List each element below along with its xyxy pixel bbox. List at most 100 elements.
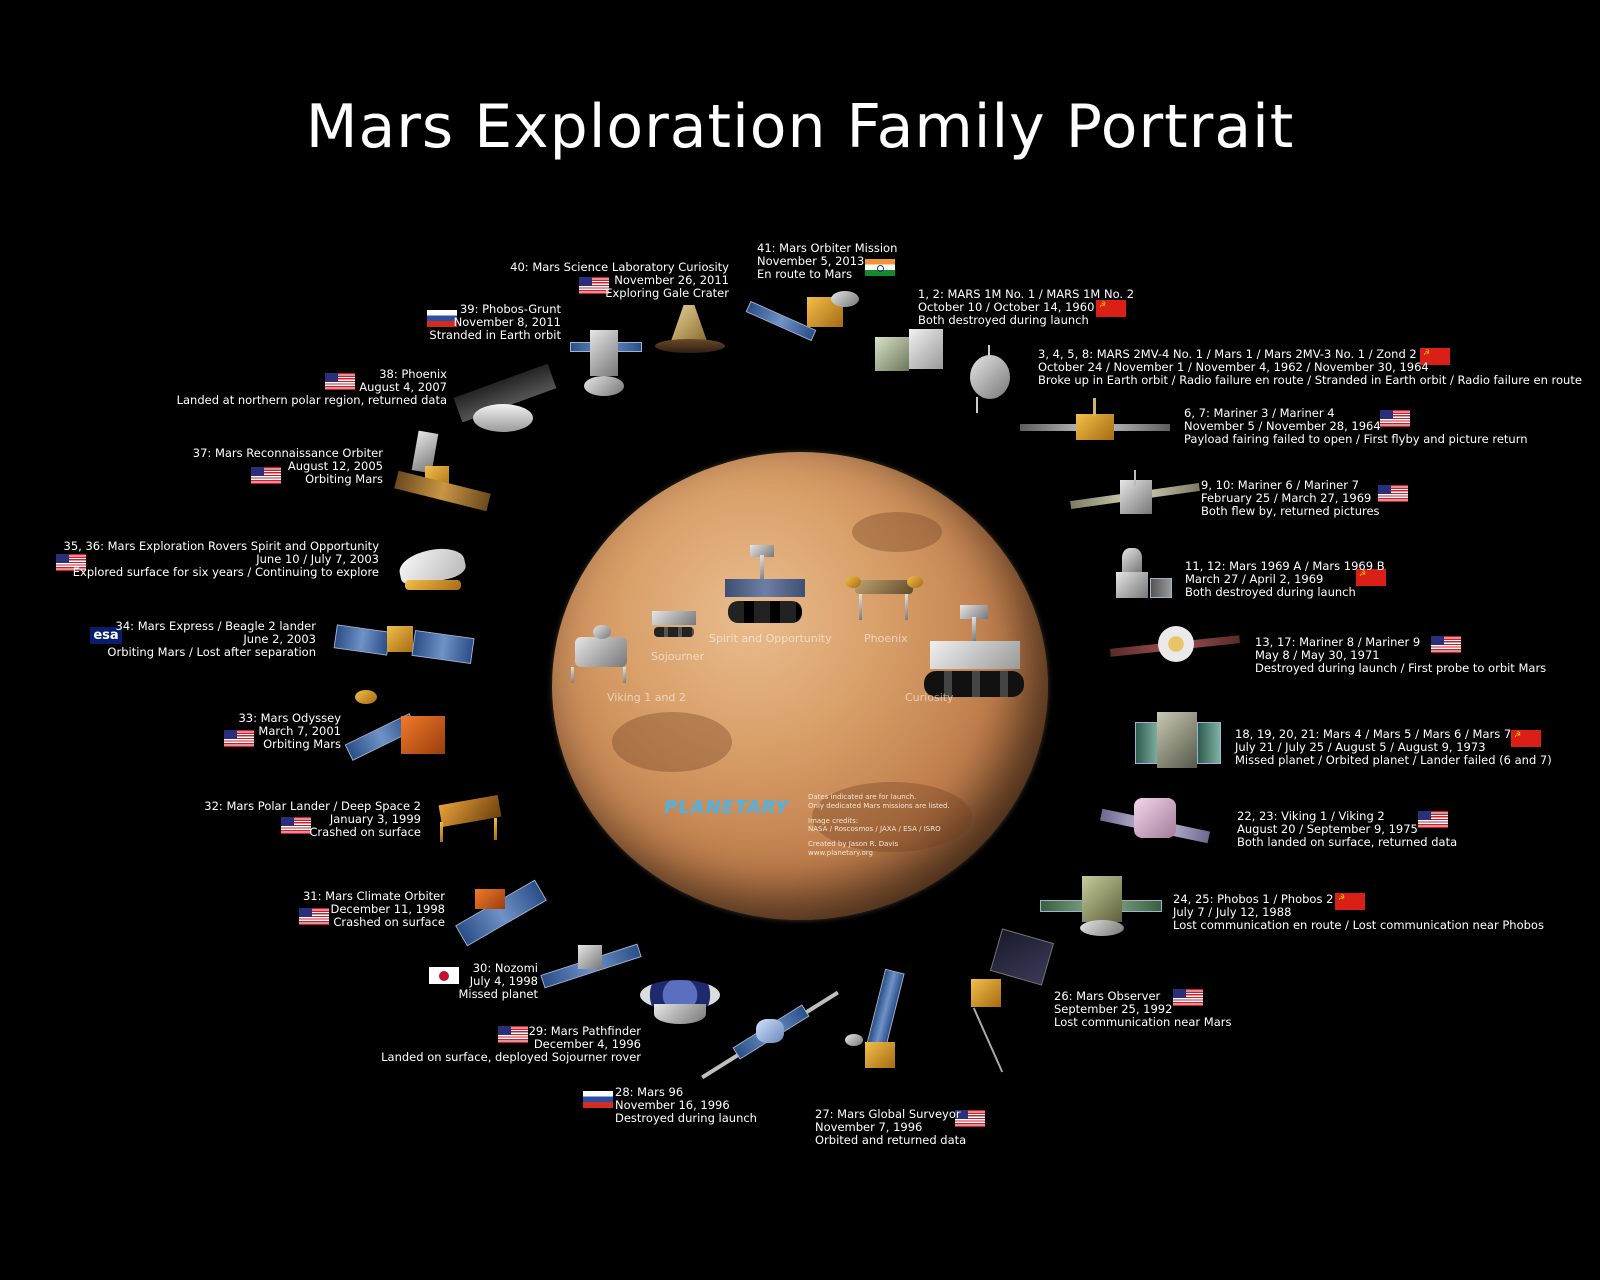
mission-status: Exploring Gale Crater [605,286,729,301]
mission-date: November 8, 2011 [453,315,561,330]
flag-usa-icon [56,554,86,571]
mission-name: 1, 2: MARS 1M No. 1 / MARS 1M No. 2 [918,287,1135,301]
mission-name: 13, 17: Mariner 8 / Mariner 9 [1255,635,1421,649]
mission-name: 26: Mars Observer [1054,989,1161,1003]
credits-line: Image credits: [808,816,859,825]
mission-status: Orbited and returned data [815,1133,967,1148]
mission-caption-32: 32: Mars Polar Lander / Deep Space 2 Jan… [204,799,421,840]
mission-status: Both destroyed during launch [918,313,1089,328]
mission-status: Destroyed during launch / First probe to… [1255,661,1547,676]
phobos-spacecraft-icon [1040,870,1162,940]
mars-express-spacecraft-icon [333,622,475,670]
mission-caption-28: 28: Mars 96 November 16, 1996 Destroyed … [615,1085,757,1126]
mars-4-7-spacecraft-icon [1135,708,1221,773]
mission-caption-29: 29: Mars Pathfinder December 4, 1996 Lan… [381,1024,641,1065]
mission-status: En route to Mars [757,267,853,282]
mission-caption-30: 30: Nozomi July 4, 1998 Missed planet [458,961,538,1002]
mission-caption-41: 41: Mars Orbiter Mission November 5, 201… [757,241,898,282]
mission-date: July 7 / July 12, 1988 [1173,905,1292,920]
mission-date: September 25, 1992 [1054,1002,1173,1017]
flag-usa-icon [1173,989,1203,1006]
spirit-opportunity-rover-icon [720,545,810,630]
flag-usa-icon [1378,485,1408,502]
credits-line: Created by Jason R. Davis [808,840,899,849]
credits-line: Only dedicated Mars missions are listed. [808,801,950,810]
mission-status: Orbiting Mars / Lost after separation [107,645,316,660]
mars-odyssey-spacecraft-icon [344,690,465,770]
mission-name: 9, 10: Mariner 6 / Mariner 7 [1201,478,1359,492]
mission-name: 34: Mars Express / Beagle 2 lander [115,619,316,633]
mission-name: 32: Mars Polar Lander / Deep Space 2 [204,799,421,813]
mission-name: 40: Mars Science Laboratory Curiosity [510,260,729,274]
mission-status: Explored surface for six years / Continu… [72,565,379,580]
mars-polar-lander-icon [430,788,512,848]
mission-caption-38: 38: Phoenix August 4, 2007 Landed at nor… [176,367,447,408]
mars-96-spacecraft-icon [690,985,850,1085]
mission-name: 33: Mars Odyssey [238,711,341,725]
surface-feature [812,782,972,852]
mars-reconnaissance-orbiter-icon [394,430,491,522]
mission-status: Both landed on surface, returned data [1237,835,1458,850]
mission-status: Both flew by, returned pictures [1201,504,1380,519]
mission-date: October 24 / November 1 / November 4, 19… [1038,360,1429,375]
mission-caption-34: 34: Mars Express / Beagle 2 lander June … [107,619,316,660]
esa-logo: esa [90,627,122,644]
mission-name: 3, 4, 5, 8: MARS 2MV-4 No. 1 / Mars 1 / … [1038,347,1417,361]
mission-name: 22, 23: Viking 1 / Viking 2 [1237,809,1385,823]
mars-observer-spacecraft-icon [945,928,1055,1075]
flag-usa-icon [224,730,254,747]
flag-usa-icon [1431,636,1461,653]
flag-russia-icon [583,1091,613,1108]
mission-date: February 25 / March 27, 1969 [1201,491,1372,506]
mission-name: 27: Mars Global Surveyor [815,1107,961,1121]
credits: Dates indicated are for launch. Only ded… [808,793,950,858]
mission-date: June 2, 2003 [243,632,316,647]
mission-caption-40: 40: Mars Science Laboratory Curiosity No… [510,260,729,301]
flag-usa-icon [251,467,281,484]
sojourner-rover-icon [650,605,700,640]
mission-date: October 10 / October 14, 1960 [918,300,1095,315]
rover-label-sojourner: Sojourner [651,650,705,663]
mission-date: November 5, 2013 [757,254,865,269]
mission-name: 18, 19, 20, 21: Mars 4 / Mars 5 / Mars 6… [1235,727,1512,741]
flag-ussr-icon [1420,348,1450,365]
viking-lander-icon [565,625,635,685]
mission-date: May 8 / May 30, 1971 [1255,648,1380,663]
mission-name: 24, 25: Phobos 1 / Phobos 2 [1173,892,1334,906]
mars-1m-spacecraft-icon [875,325,950,373]
mission-date: November 16, 1996 [615,1098,730,1113]
mission-status: Crashed on surface [309,825,421,840]
mission-name: 41: Mars Orbiter Mission [757,241,898,255]
rover-label-phoenix: Phoenix [864,632,908,645]
flag-usa-icon [955,1110,985,1127]
mission-name: 31: Mars Climate Orbiter [302,889,445,903]
mission-name: 35, 36: Mars Exploration Rovers Spirit a… [63,539,379,553]
mission-date: December 11, 1998 [330,902,445,917]
flag-usa-icon [299,908,329,925]
poster-title: Mars Exploration Family Portrait [305,92,1295,162]
mission-date: August 12, 2005 [287,459,383,474]
zond-mars-1-spacecraft-icon [960,345,1025,415]
mission-status: Destroyed during launch [615,1111,757,1126]
phoenix-spacecraft-icon [453,363,557,445]
mission-name: 37: Mars Reconnaissance Orbiter [192,446,383,460]
mission-caption-39: 39: Phobos-Grunt November 8, 2011 Strand… [429,302,561,343]
mission-status: Missed planet / Orbited planet / Lander … [1235,753,1552,768]
mission-status: Stranded in Earth orbit [429,328,561,343]
mission-status: Lost communication en route / Lost commu… [1173,918,1544,933]
mars-orbiter-mission-spacecraft-icon [745,285,865,355]
mission-date: August 20 / September 9, 1975 [1237,822,1418,837]
rover-label-viking: Viking 1 and 2 [607,691,686,704]
flag-india-icon [865,259,895,276]
flag-usa-icon [1380,410,1410,427]
mission-status: Landed at northern polar region, returne… [176,393,447,408]
flag-ussr-icon [1096,300,1126,317]
nozomi-spacecraft-icon [540,935,642,989]
flag-japan-icon [429,967,459,984]
mission-status: Lost communication near Mars [1054,1015,1232,1030]
credits-line: Dates indicated are for launch. [808,793,917,801]
credits-line: NASA / Roscosmos / JAXA / ESA / ISRO [808,825,941,834]
flag-ussr-icon [1335,893,1365,910]
surface-feature [612,712,732,772]
mission-caption-18: 18, 19, 20, 21: Mars 4 / Mars 5 / Mars 6… [1235,727,1552,768]
